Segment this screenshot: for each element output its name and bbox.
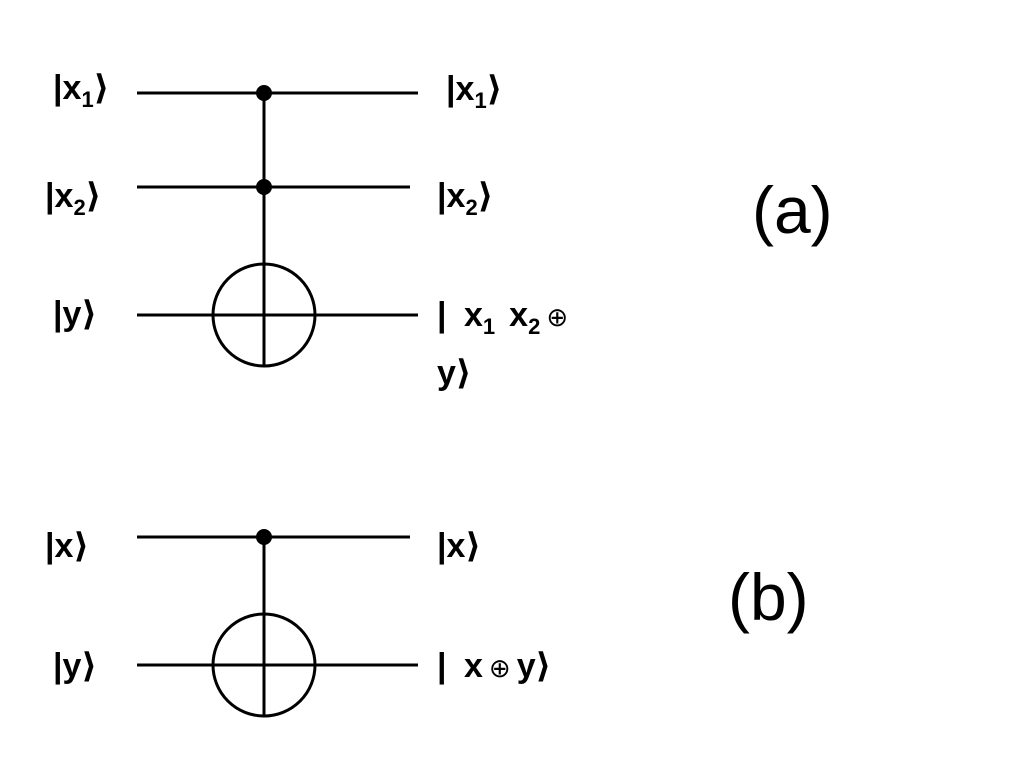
input-label-y: |y⟩: [53, 295, 97, 333]
input-label-x: |x⟩: [45, 527, 89, 565]
target-xor-symbol: [211, 612, 317, 718]
panel-label-b: (b): [728, 560, 809, 634]
output-label-x1: |x1⟩: [446, 70, 502, 113]
input-label-x1: |x1⟩: [53, 69, 109, 112]
input-label-x2: |x2⟩: [45, 177, 101, 220]
panel-label-a: (a): [752, 173, 833, 247]
control-dot-x1: [256, 85, 272, 101]
output-label-target-line2: y⟩: [437, 354, 471, 392]
output-label-x: |x⟩: [437, 527, 481, 565]
output-label-target: | x⊕y⟩: [437, 647, 551, 685]
input-label-y: |y⟩: [53, 647, 97, 685]
target-xor-symbol: [211, 262, 317, 368]
cnot-circuit: |x⟩ |y⟩ |x⟩ | x⊕y⟩ (b): [45, 527, 809, 718]
control-dot-x2: [256, 179, 272, 195]
control-dot-x: [256, 529, 272, 545]
output-label-x2: |x2⟩: [437, 177, 493, 220]
